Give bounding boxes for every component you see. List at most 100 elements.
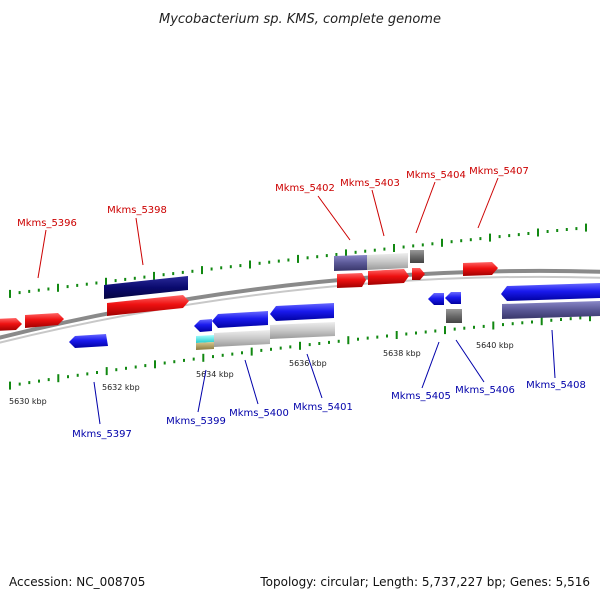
gene-arrow[interactable] bbox=[212, 311, 268, 328]
outer-tick-track bbox=[9, 223, 587, 298]
minor-tick bbox=[221, 353, 224, 357]
minor-tick bbox=[143, 275, 146, 279]
minor-tick bbox=[498, 235, 501, 239]
gene-label[interactable]: Mkms_5399 bbox=[166, 416, 226, 427]
gene-arrow[interactable] bbox=[463, 262, 498, 276]
minor-tick bbox=[560, 318, 562, 321]
minor-tick bbox=[86, 372, 89, 376]
gene-box[interactable] bbox=[196, 335, 214, 343]
minor-tick bbox=[431, 242, 434, 246]
gene-box[interactable] bbox=[270, 322, 335, 339]
minor-tick bbox=[412, 244, 415, 248]
gene-box[interactable] bbox=[334, 255, 367, 271]
gene-arrow[interactable] bbox=[0, 318, 22, 331]
gene-label[interactable]: Mkms_5402 bbox=[275, 183, 335, 194]
gene-box[interactable] bbox=[410, 250, 424, 263]
gene-arrow[interactable] bbox=[368, 269, 409, 285]
major-tick bbox=[9, 381, 11, 390]
gene-box[interactable] bbox=[502, 301, 600, 319]
major-tick bbox=[202, 353, 205, 362]
minor-tick bbox=[212, 355, 214, 359]
gene-label[interactable]: Mkms_5404 bbox=[406, 170, 466, 181]
gene-arrow[interactable] bbox=[25, 313, 64, 328]
gene-box[interactable] bbox=[446, 309, 462, 323]
reverse-gene-labels: Mkms_5397 Mkms_5399 Mkms_5400 Mkms_5401 … bbox=[72, 380, 586, 440]
minor-tick bbox=[479, 237, 482, 241]
minor-tick bbox=[270, 347, 272, 351]
gene-box[interactable] bbox=[196, 342, 214, 350]
gene-arrow[interactable] bbox=[412, 268, 425, 280]
gene-label[interactable]: Mkms_5405 bbox=[391, 391, 451, 402]
major-tick bbox=[154, 360, 156, 369]
major-tick bbox=[297, 254, 299, 263]
minor-tick bbox=[337, 339, 340, 343]
gene-label[interactable]: Mkms_5408 bbox=[526, 380, 586, 391]
major-tick bbox=[393, 244, 395, 252]
minor-tick bbox=[183, 358, 185, 362]
minor-tick bbox=[124, 277, 127, 281]
genome-title: Mycobacterium sp. KMS, complete genome bbox=[159, 12, 441, 27]
gene-arrow[interactable] bbox=[69, 334, 108, 348]
minor-tick bbox=[133, 276, 136, 280]
gene-label[interactable]: Mkms_5407 bbox=[469, 166, 529, 177]
minor-tick bbox=[386, 334, 388, 338]
genome-backbone bbox=[0, 268, 600, 340]
minor-tick bbox=[277, 259, 280, 263]
minor-tick bbox=[258, 261, 261, 265]
minor-tick bbox=[66, 285, 69, 289]
minor-tick bbox=[579, 316, 582, 320]
major-tick bbox=[105, 277, 107, 286]
gene-label[interactable]: Mkms_5400 bbox=[229, 408, 289, 419]
minor-tick bbox=[421, 243, 424, 247]
minor-tick bbox=[239, 264, 242, 268]
gene-arrow[interactable] bbox=[337, 273, 366, 288]
minor-tick bbox=[67, 375, 69, 379]
gene-arrow[interactable] bbox=[445, 292, 461, 304]
kbp-label: 5638 kbp bbox=[383, 349, 421, 358]
minor-tick bbox=[565, 228, 568, 231]
minor-tick bbox=[383, 247, 386, 251]
gene-label[interactable]: Mkms_5397 bbox=[72, 429, 132, 440]
minor-tick bbox=[38, 379, 40, 383]
minor-tick bbox=[328, 340, 330, 344]
minor-tick bbox=[163, 361, 166, 365]
major-tick bbox=[444, 326, 446, 335]
major-tick bbox=[57, 374, 60, 383]
gene-arrow[interactable] bbox=[428, 293, 444, 305]
minor-tick bbox=[85, 282, 88, 286]
minor-tick bbox=[192, 357, 195, 361]
major-tick bbox=[201, 266, 203, 275]
minor-tick bbox=[473, 325, 475, 329]
gene-label[interactable]: Mkms_5401 bbox=[293, 402, 353, 413]
minor-tick bbox=[556, 229, 559, 232]
minor-tick bbox=[508, 234, 511, 238]
minor-tick bbox=[364, 249, 367, 253]
minor-tick bbox=[335, 253, 338, 256]
accession-text: Accession: NC_008705 bbox=[9, 575, 145, 589]
gene-box[interactable] bbox=[214, 330, 270, 347]
minor-tick bbox=[125, 366, 127, 370]
minor-tick bbox=[511, 322, 514, 326]
minor-tick bbox=[28, 289, 31, 293]
minor-tick bbox=[37, 288, 40, 292]
gene-arrow[interactable] bbox=[270, 303, 334, 321]
gene-box[interactable] bbox=[104, 276, 188, 299]
gene-label[interactable]: Mkms_5398 bbox=[107, 205, 167, 216]
gene-arrow[interactable] bbox=[501, 283, 600, 301]
major-tick bbox=[345, 249, 347, 258]
gene-arrow[interactable] bbox=[107, 295, 189, 316]
kbp-label: 5636 kbp bbox=[289, 359, 327, 368]
major-tick bbox=[441, 238, 443, 247]
minor-tick bbox=[96, 371, 98, 374]
minor-tick bbox=[550, 318, 553, 322]
major-tick bbox=[589, 313, 591, 322]
gene-label[interactable]: Mkms_5406 bbox=[455, 385, 515, 396]
gene-label[interactable]: Mkms_5396 bbox=[17, 218, 77, 229]
gene-arrow[interactable] bbox=[194, 319, 212, 332]
minor-tick bbox=[287, 258, 290, 262]
gene-label[interactable]: Mkms_5403 bbox=[340, 178, 400, 189]
minor-tick bbox=[47, 378, 50, 382]
major-tick bbox=[249, 260, 251, 269]
major-tick bbox=[489, 233, 491, 242]
gene-box[interactable] bbox=[367, 253, 408, 270]
